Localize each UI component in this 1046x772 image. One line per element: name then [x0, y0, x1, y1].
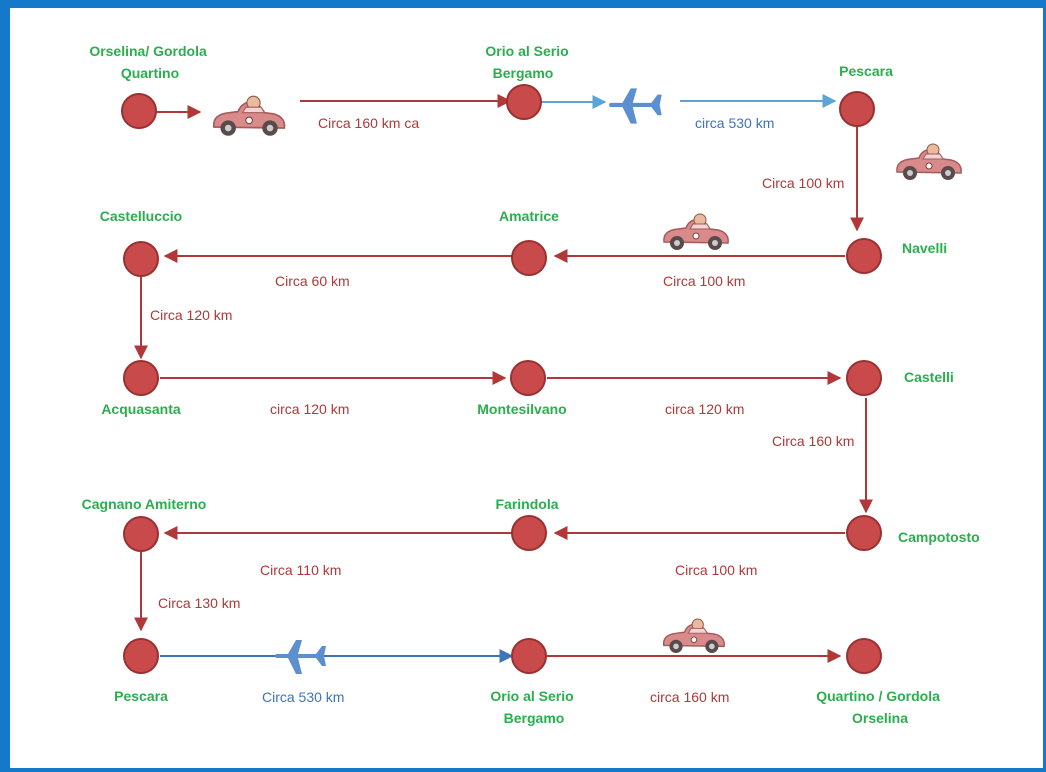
- city-label-castelluccio: Castelluccio: [100, 208, 182, 224]
- city-node-pescara: [839, 91, 875, 127]
- city-node-quartino: [846, 638, 882, 674]
- city-node-montesilvano: [510, 360, 546, 396]
- plane-icon: [275, 640, 326, 674]
- route-castelli-campotosto: Circa 160 km: [772, 398, 873, 514]
- route-orio-pescara: circa 530 km: [535, 94, 837, 131]
- city-node-castelli: [846, 360, 882, 396]
- city-label-orio: Orio al Serio Bergamo: [485, 43, 572, 81]
- city-label-quartino: Quartino / Gordola Orselina: [816, 688, 944, 726]
- city-label-farindola: Farindola: [495, 496, 558, 512]
- city-node-orselina: [121, 93, 157, 129]
- city-node-farindola: [511, 515, 547, 551]
- distance-label: circa 120 km: [665, 401, 744, 417]
- route-amatrice-castelluccio: Circa 60 km: [163, 249, 512, 289]
- plane-icon: [609, 88, 662, 124]
- city-label-montesilvano: Montesilvano: [477, 401, 566, 417]
- distance-label: circa 530 km: [695, 115, 774, 131]
- city-label-orio: Orio al Serio Bergamo: [490, 688, 577, 726]
- distance-label: Circa 60 km: [275, 273, 350, 289]
- city-label-navelli: Navelli: [902, 240, 947, 256]
- route-pescara-orio: Circa 530 km: [160, 649, 514, 705]
- distance-label: Circa 130 km: [158, 595, 240, 611]
- route-acquasanta-montesilvano: circa 120 km: [160, 371, 507, 417]
- route-pescara-navelli: Circa 100 km: [762, 125, 864, 232]
- distance-label: Circa 530 km: [262, 689, 344, 705]
- distance-label: circa 160 km: [650, 689, 729, 705]
- distance-label: Circa 100 km: [675, 562, 757, 578]
- route-orio-quartino: circa 160 km: [547, 649, 842, 705]
- city-node-acquasanta: [123, 360, 159, 396]
- city-node-cagnano: [123, 516, 159, 552]
- distance-label: Circa 160 km: [772, 433, 854, 449]
- city-node-orio: [506, 84, 542, 120]
- city-node-amatrice: [511, 240, 547, 276]
- city-node-castelluccio: [123, 241, 159, 277]
- city-label-pescara: Pescara: [114, 688, 168, 704]
- distance-label: Circa 160 km ca: [318, 115, 419, 131]
- route-farindola-cagnano: Circa 110 km: [163, 526, 512, 578]
- route-navelli-amatrice: Circa 100 km: [553, 249, 845, 289]
- city-label-orselina: Orselina/ Gordola Quartino: [89, 43, 210, 81]
- route-campotosto-farindola: Circa 100 km: [553, 526, 845, 578]
- route-castelluccio-acquasanta: Circa 120 km: [134, 275, 232, 360]
- distance-label: Circa 110 km: [260, 562, 341, 578]
- city-node-campotosto: [846, 515, 882, 551]
- car-icon: [662, 618, 726, 654]
- car-icon: [663, 213, 730, 251]
- car-icon: [896, 143, 963, 181]
- route-orselina-orio: Circa 160 km ca: [145, 94, 512, 131]
- car-icon: [212, 95, 286, 137]
- route-montesilvano-castelli: circa 120 km: [547, 371, 842, 417]
- distance-label: Circa 120 km: [150, 307, 232, 323]
- distance-label: circa 120 km: [270, 401, 349, 417]
- route-cagnano-pescara: Circa 130 km: [134, 552, 240, 632]
- city-label-amatrice: Amatrice: [499, 208, 559, 224]
- city-label-acquasanta: Acquasanta: [101, 401, 181, 417]
- distance-label: Circa 100 km: [663, 273, 745, 289]
- city-label-castelli: Castelli: [904, 369, 954, 385]
- distance-label: Circa 100 km: [762, 175, 844, 191]
- city-label-campotosto: Campotosto: [898, 529, 980, 545]
- city-node-pescara: [123, 638, 159, 674]
- city-label-cagnano: Cagnano Amiterno: [82, 496, 207, 512]
- city-node-orio: [511, 638, 547, 674]
- city-label-pescara: Pescara: [839, 63, 893, 79]
- city-node-navelli: [846, 238, 882, 274]
